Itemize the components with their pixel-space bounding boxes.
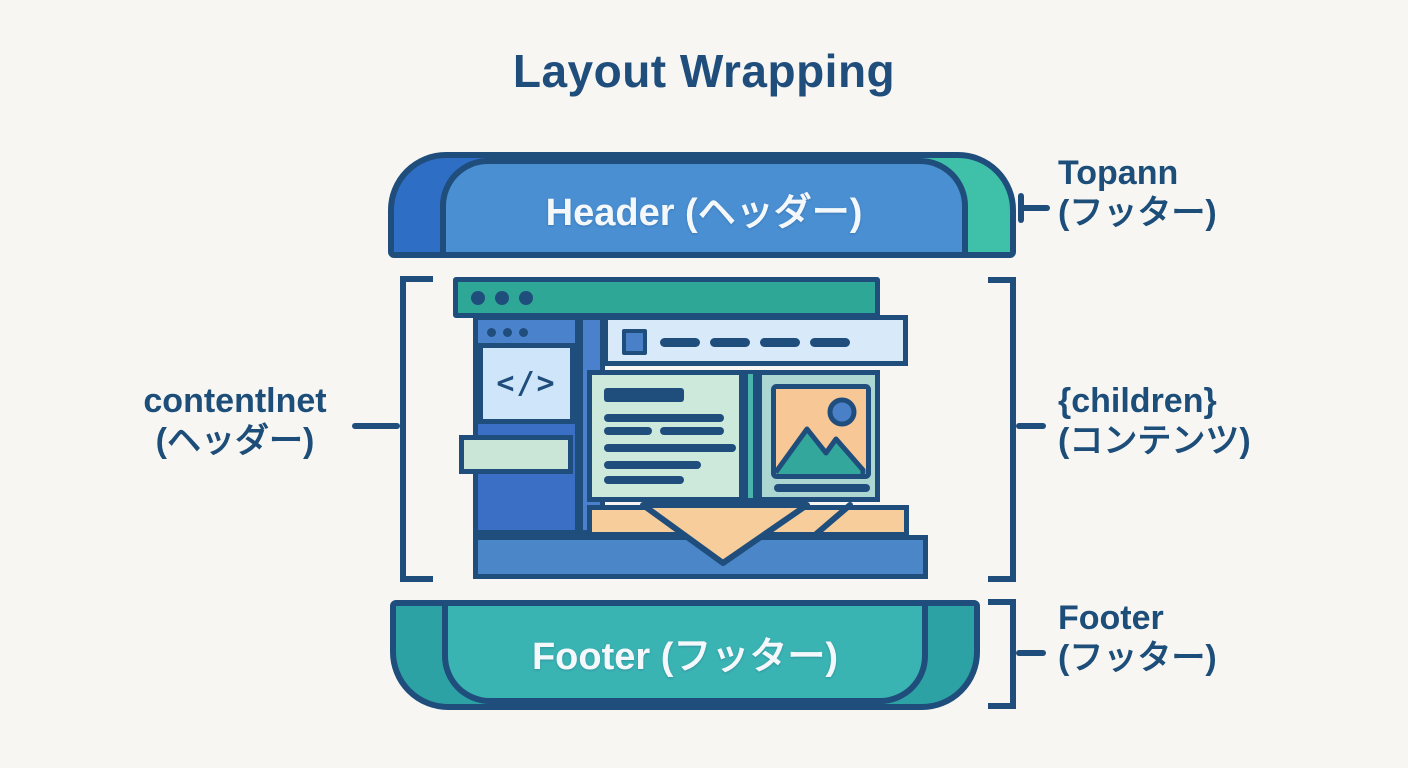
menu-dash-icon [660,338,700,347]
annotation-left: contentlnet (ヘッダー) [110,381,360,461]
image-placeholder-icon [771,384,871,479]
image-caption-line [774,484,870,492]
children-bracket [988,277,1016,582]
mockup-bottom-bar [473,535,928,579]
mockup-toolbar [603,315,908,366]
annotation-children: {children} (コンテンツ) [1058,381,1251,461]
header-connector-line [1018,205,1050,211]
window-dot-icon [503,327,512,337]
children-annotation-connector [1016,423,1046,429]
annotation-top-right-line1: Topann [1058,154,1179,192]
text-line [604,444,736,452]
text-line [604,414,724,422]
mockup-image-panel [757,370,880,502]
menu-dash-icon [760,338,800,347]
toolbar-square-icon [622,329,647,355]
footer-bracket [988,599,1016,709]
text-line [604,427,652,435]
mockup-browser-titlebar [453,277,880,318]
browser-dot-icon [495,290,509,305]
annotation-footer: Footer (フッター) [1058,598,1217,678]
code-panel: </> [478,343,575,424]
footer-bar-inner: Footer (フッター) [442,600,928,704]
menu-dash-icon [810,338,850,347]
page-title: Layout Wrapping [512,45,896,97]
header-bar-inner: Header (ヘッダー) [440,158,968,258]
annotation-children-line1: {children} [1058,382,1217,420]
text-line [604,461,701,469]
annotation-left-line2: (ヘッダー) [155,422,315,461]
mockup-divider-strip [744,370,757,502]
mockup-text-block [587,370,744,502]
window-dot-icon [487,327,496,337]
header-bar-label: Header (ヘッダー) [545,191,863,234]
annotation-children-line2: (コンテンツ) [1058,422,1251,461]
code-icon: </> [496,366,557,401]
text-line [660,427,724,435]
left-annotation-connector [352,423,400,429]
annotation-top-right-line2: (フッター) [1058,194,1217,233]
mockup-sidebar-titlebar [478,320,575,344]
content-left-bracket [400,276,433,582]
sidebar-mint-bar [459,435,573,474]
menu-dash-icon [710,338,750,347]
browser-dot-icon [519,290,533,305]
window-dot-icon [519,327,528,337]
annotation-footer-line1: Footer [1058,599,1164,637]
browser-dot-icon [471,290,485,305]
arrow-down-icon [640,502,853,566]
content-mockup: </> [453,277,933,579]
annotation-left-line1: contentlnet [143,382,327,420]
footer-bar-label: Footer (フッター) [531,635,839,678]
text-line-heading [604,388,684,402]
annotation-footer-line2: (フッター) [1058,639,1217,678]
text-line [604,476,684,484]
annotation-top-right: Topann (フッター) [1058,153,1217,233]
footer-annotation-connector [1016,650,1046,656]
